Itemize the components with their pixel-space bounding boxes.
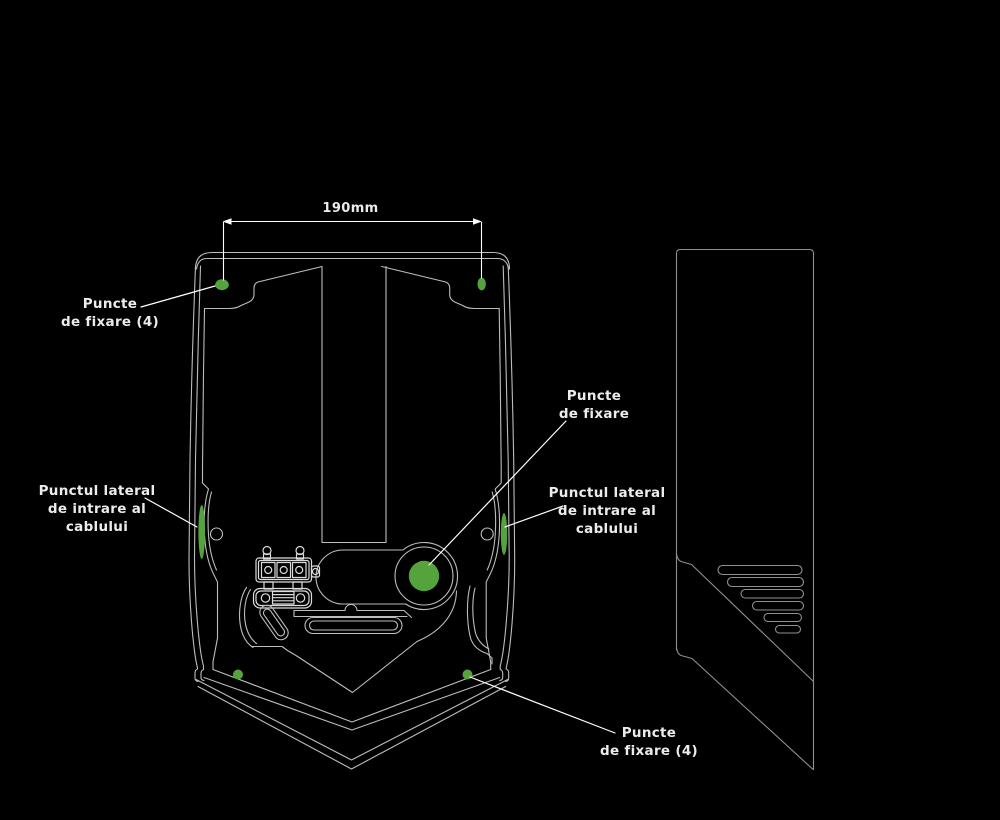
fixing-point-markers: [198, 277, 508, 680]
front-shell-left: [188, 265, 323, 683]
label-side-cable-entry-right: Punctul lateral de intrare al cablului: [549, 484, 666, 538]
leader-cable-entry-left: [144, 497, 198, 528]
front-wing: [203, 265, 323, 310]
vent-slots: [717, 564, 805, 634]
terminal-block: [255, 545, 321, 590]
central-channel: [321, 265, 387, 544]
front-shell-right: [381, 265, 516, 683]
label-line: de intrare al: [557, 503, 657, 519]
cable-entry-pocket: [207, 491, 218, 571]
front-inner-top-edge: [195, 257, 510, 270]
inner-v-outline: [251, 590, 458, 694]
leader-lines: [140, 285, 616, 734]
label-line: cablului: [575, 521, 639, 537]
cable-entry-marker-right: [500, 513, 508, 555]
bottom-chevrons: [195, 668, 509, 770]
front-outer-top-edge: [194, 251, 511, 270]
label-side-cable-entry-left: Punctul lateral de intrare al cablului: [39, 482, 156, 536]
label-line: de fixare: [558, 406, 630, 422]
fixing-point-dot-top-right: [477, 277, 486, 291]
cable-hook-left: [238, 586, 258, 649]
leader-fixing-bottom: [469, 676, 616, 734]
leader-cable-entry-right: [504, 505, 564, 528]
center-fixing-point-marker: [408, 560, 440, 592]
label-line: Punctul lateral: [548, 485, 666, 501]
side-seam-upper: [675, 553, 815, 683]
leader-fixing-center: [428, 420, 567, 566]
gland-ring: [394, 546, 454, 606]
gland-stadium: [315, 541, 459, 611]
front-view-drawing: [188, 251, 516, 770]
label-line: de fixare (4): [61, 314, 159, 330]
dimension-arrow-right: [473, 218, 482, 225]
label-line: Puncte: [621, 725, 677, 741]
cable-hook-right: [466, 585, 493, 665]
dimension-190mm: [222, 218, 483, 281]
label-line: Punctul lateral: [38, 483, 156, 499]
label-line: cablului: [65, 519, 129, 535]
label-fixing-point-center: Puncte de fixare: [559, 387, 629, 423]
slanted-slot: [259, 604, 289, 641]
label-line: de intrare al: [47, 501, 147, 517]
label-fixing-points-top: Puncte de fixare (4): [61, 295, 159, 331]
din-clip-module: [252, 587, 313, 609]
label-line: Puncte: [82, 296, 138, 312]
fixing-point-dot-top-left: [215, 279, 229, 291]
bottom-slot-pill: [304, 616, 403, 635]
label-line: Puncte: [566, 388, 622, 404]
side-view-drawing: [675, 248, 815, 771]
side-bottom-cut: [675, 647, 815, 771]
label-fixing-points-bottom: Puncte de fixare (4): [600, 724, 698, 760]
bottom-rail: [293, 603, 413, 619]
cable-entry-marker-left: [198, 505, 205, 559]
leader-fixing-top: [140, 285, 216, 308]
fixing-point-dot-bottom-left: [233, 669, 243, 680]
label-line: de fixare (4): [600, 743, 698, 759]
dimension-arrow-left: [222, 218, 232, 225]
side-hole: [209, 527, 224, 541]
dimension-label: 190mm: [322, 201, 379, 216]
